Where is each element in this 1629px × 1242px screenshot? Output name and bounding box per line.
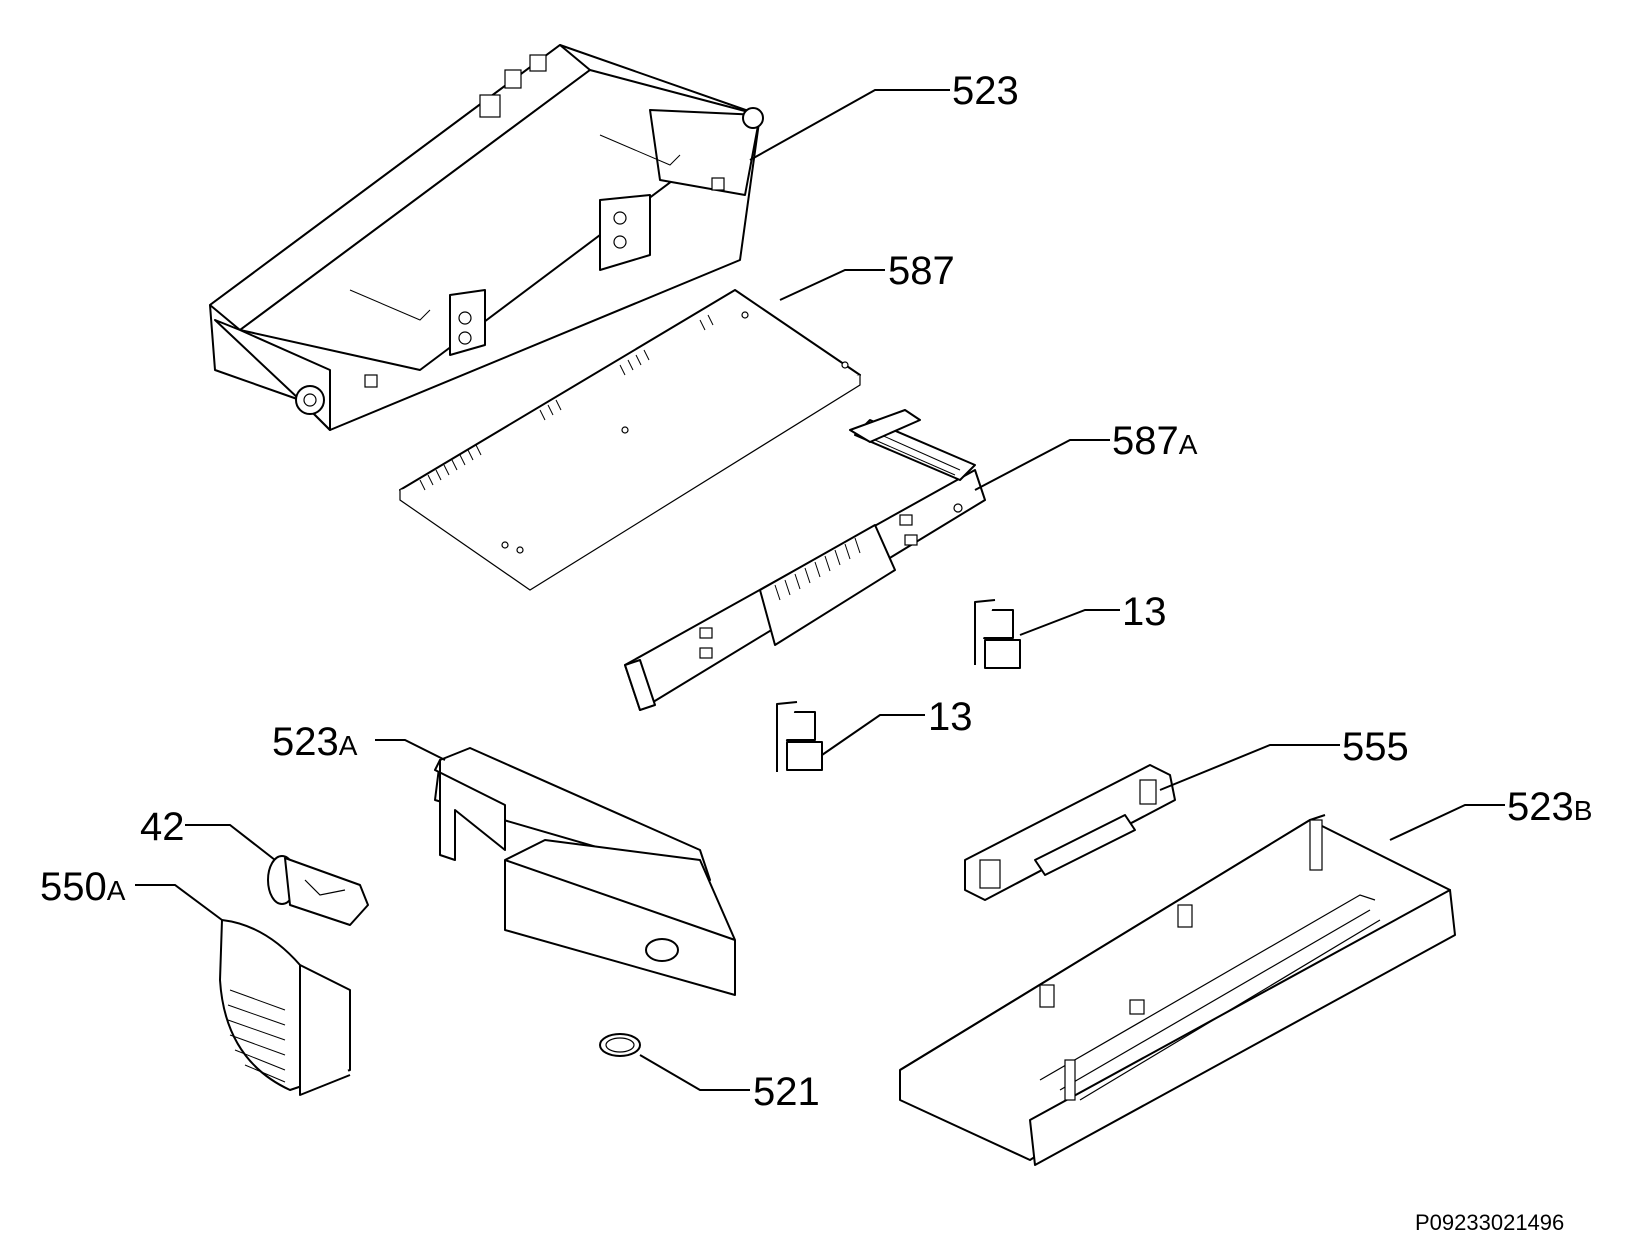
part-523b-base-tray[interactable] [899, 814, 1456, 1166]
leader-523b [1389, 804, 1505, 841]
leader-lines [135, 89, 1505, 1091]
label-13-upper: 13 [1122, 590, 1167, 634]
leader-550a [135, 884, 223, 921]
leader-523a [375, 739, 446, 761]
label-555: 555 [1342, 725, 1409, 769]
part-42-knob-shaft[interactable] [267, 855, 369, 926]
label-550a: 550A [40, 865, 126, 909]
leader-555 [1159, 744, 1340, 791]
drawing-code: P09233021496 [1415, 1210, 1564, 1235]
part-587a-display-board[interactable] [624, 409, 986, 711]
part-587-circuit-board[interactable] [399, 289, 861, 591]
label-13-lower: 13 [928, 695, 973, 739]
leader-521 [639, 1054, 750, 1091]
label-523: 523 [952, 69, 1019, 113]
leader-523 [749, 89, 950, 161]
label-523a: 523A [272, 720, 358, 764]
part-550a-knob-cover[interactable] [219, 919, 351, 1096]
leader-587 [779, 269, 885, 301]
leader-42 [185, 824, 276, 861]
part-523-housing[interactable] [209, 44, 764, 431]
part-555-display-window[interactable] [964, 764, 1176, 901]
label-42: 42 [140, 805, 185, 849]
part-523a-front-panel[interactable] [434, 747, 736, 996]
part-521-oring[interactable] [599, 1033, 641, 1057]
label-521: 521 [753, 1070, 820, 1114]
part-13-clip-lower[interactable] [776, 701, 823, 772]
leader-13a [1019, 609, 1120, 636]
label-587a: 587A [1112, 419, 1198, 463]
part-13-clip-upper[interactable] [974, 599, 1021, 669]
label-523b: 523B [1507, 785, 1592, 829]
leader-13b [821, 714, 925, 756]
label-587: 587 [888, 249, 955, 293]
leader-587a [974, 439, 1110, 491]
